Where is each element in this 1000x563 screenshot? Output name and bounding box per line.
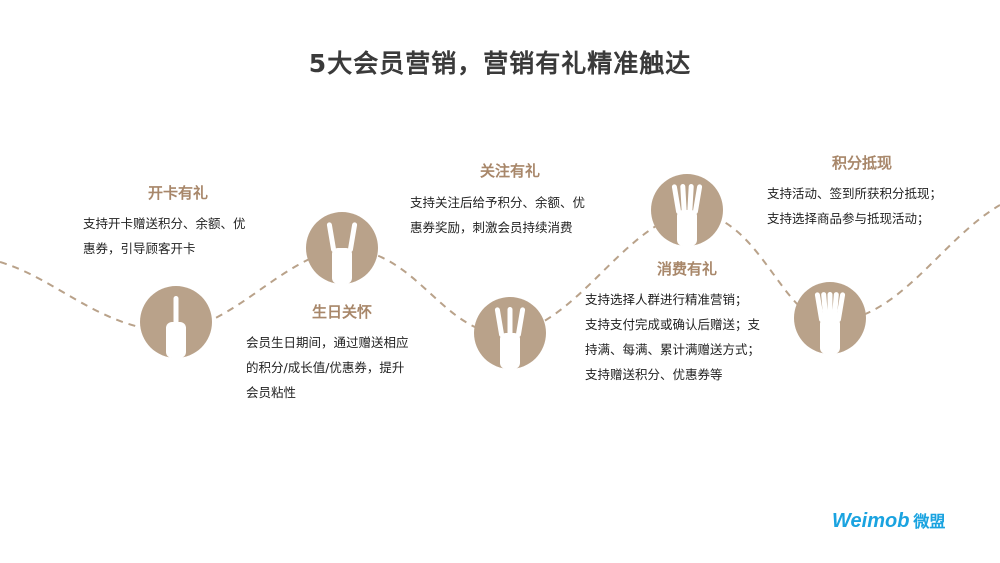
finger: [692, 184, 703, 215]
step-desc-purchase: 支持选择人群进行精准营销； 支持支付完成或确认后赠送；支 持满、每满、累计满赠送…: [585, 287, 760, 387]
palm: [820, 318, 840, 354]
desc-line: 支持关注后给予积分、余额、优: [410, 195, 586, 210]
hand-icon-4: [651, 174, 723, 246]
desc-line: 支持开卡赠送积分、余额、优: [83, 216, 246, 231]
step-desc-birthday: 会员生日期间，通过赠送相应 的积分/成长值/优惠券，提升 会员粘性: [246, 330, 409, 405]
step-title-points: 积分抵现: [831, 154, 892, 172]
desc-line: 会员生日期间，通过赠送相应: [246, 335, 409, 350]
desc-line: 惠券，引导顾客开卡: [83, 241, 196, 256]
desc-line: 支持选择人群进行精准营销；: [585, 292, 748, 307]
finger: [494, 307, 505, 338]
desc-line: 持满、每满、累计满赠送方式；: [585, 342, 761, 357]
palm: [332, 248, 352, 284]
palm: [166, 322, 186, 358]
step-desc-open-card: 支持开卡赠送积分、余额、优 惠券，引导顾客开卡: [83, 211, 246, 261]
page-title: 5大会员营销，营销有礼精准触达: [308, 49, 692, 78]
finger: [173, 296, 179, 326]
finger: [827, 292, 833, 322]
desc-line: 的积分/成长值/优惠券，提升: [246, 360, 405, 375]
step-desc-points: 支持活动、签到所获积分抵现； 支持选择商品参与抵现活动；: [767, 181, 942, 231]
palm: [500, 333, 520, 369]
hand-icon-2: [306, 212, 378, 284]
finger: [821, 292, 829, 323]
desc-line: 支持支付完成或确认后赠送；支: [585, 317, 761, 332]
finger: [680, 184, 687, 215]
finger: [671, 184, 682, 215]
hand-icon-1: [140, 286, 212, 358]
hand-icon-3: [474, 297, 546, 369]
step-title-follow: 关注有礼: [479, 162, 540, 180]
finger: [814, 292, 825, 323]
finger: [347, 222, 358, 253]
step-title-open-card: 开卡有礼: [147, 184, 208, 202]
finger: [507, 307, 513, 337]
hand-icon-5: [794, 282, 866, 354]
desc-line: 支持选择商品参与抵现活动；: [767, 211, 930, 226]
desc-line: 会员粘性: [246, 385, 297, 400]
step-desc-follow: 支持关注后给予积分、余额、优 惠券奖励，刺激会员持续消费: [410, 190, 585, 240]
step-title-purchase: 消费有礼: [656, 260, 717, 278]
desc-line: 支持赠送积分、优惠券等: [585, 367, 723, 382]
finger: [835, 292, 846, 323]
step-title-birthday: 生日关怀: [311, 303, 372, 321]
finger: [326, 222, 337, 253]
finger: [687, 184, 694, 215]
logo-cn: 微盟: [913, 514, 946, 531]
logo-text: Weimob: [832, 510, 910, 532]
desc-line: 支持活动、签到所获积分抵现；: [767, 186, 943, 201]
finger: [515, 307, 526, 338]
palm: [677, 210, 697, 246]
desc-line: 惠券奖励，刺激会员持续消费: [410, 220, 573, 235]
